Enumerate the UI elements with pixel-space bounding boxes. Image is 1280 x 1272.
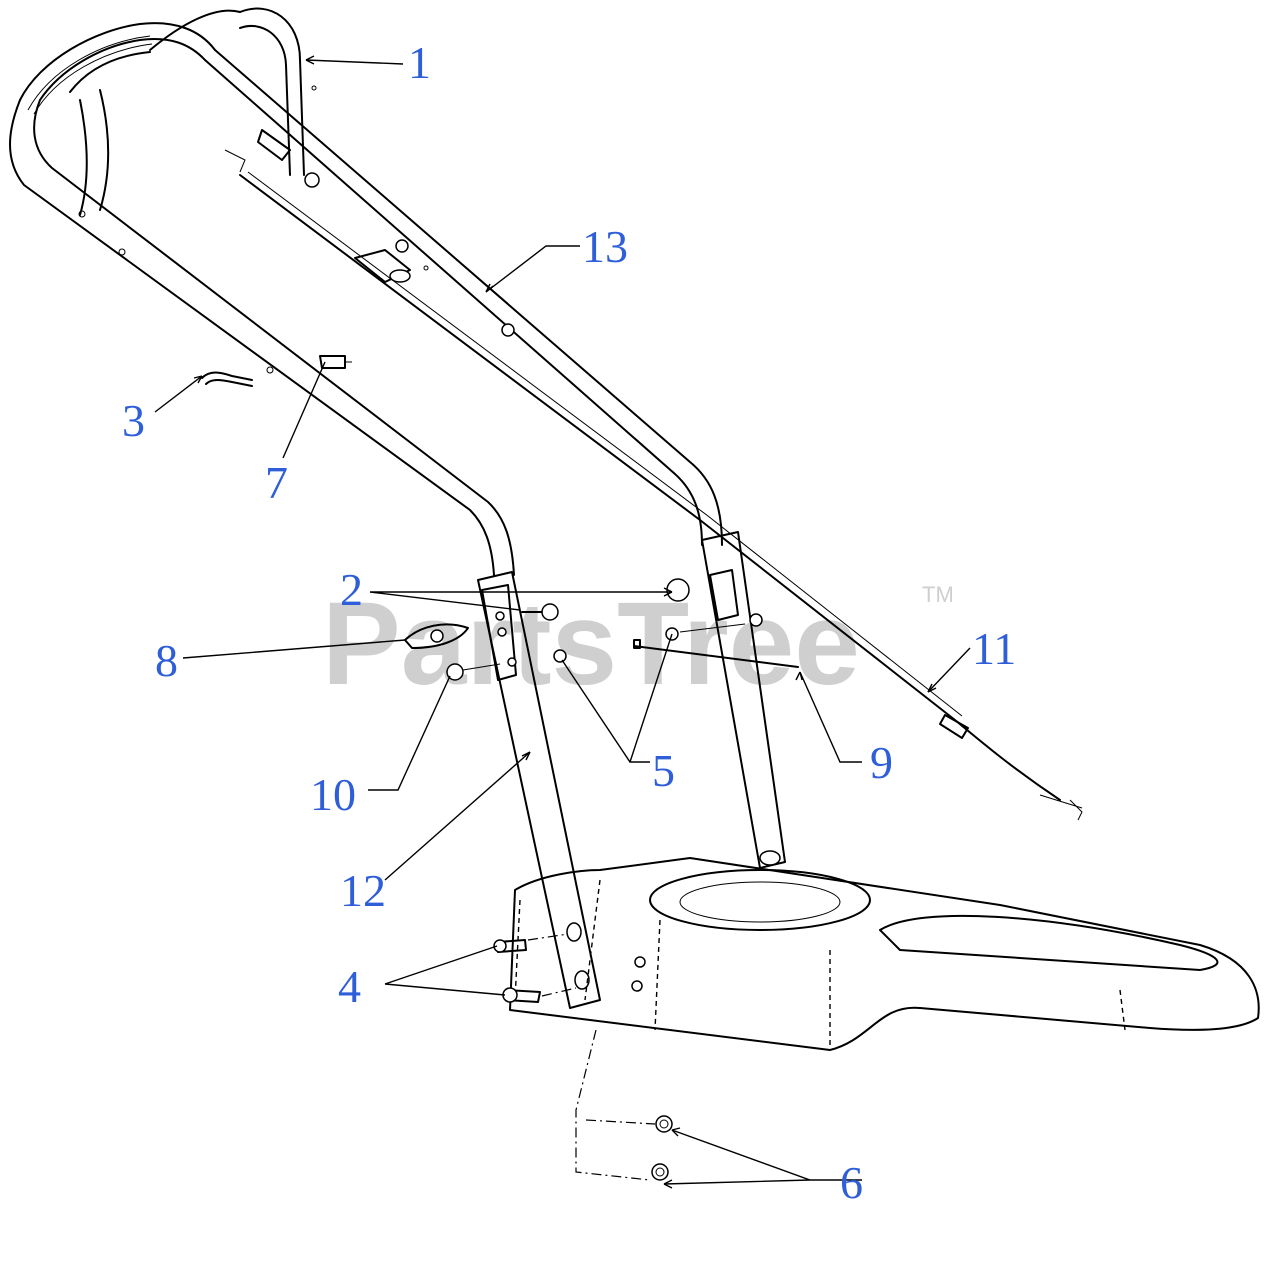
callout-6: 6 <box>840 1157 863 1208</box>
callout-4: 4 <box>338 961 361 1012</box>
hardware <box>201 355 799 1181</box>
callout-5: 5 <box>652 745 675 796</box>
upper-handle <box>9 7 723 576</box>
callout-10: 10 <box>310 769 356 820</box>
callout-8: 8 <box>155 635 178 686</box>
watermark: PartsTree TM <box>322 578 954 710</box>
callout-13: 13 <box>582 221 628 272</box>
callout-2: 2 <box>340 564 363 615</box>
watermark-brand: PartsTree <box>322 578 860 710</box>
leader-lines <box>154 55 971 1189</box>
control-cable <box>239 171 1083 821</box>
callout-9: 9 <box>870 737 893 788</box>
lower-handle <box>477 531 786 1009</box>
callout-12: 12 <box>340 865 386 916</box>
callout-11: 11 <box>972 623 1016 674</box>
watermark-trademark: TM <box>922 582 954 607</box>
mower-deck <box>509 857 1260 1051</box>
callout-1: 1 <box>408 37 431 88</box>
callout-3: 3 <box>122 395 145 446</box>
callout-labels: 1 2 3 4 5 6 7 8 9 10 11 12 13 <box>122 37 1016 1208</box>
callout-7: 7 <box>265 457 288 508</box>
